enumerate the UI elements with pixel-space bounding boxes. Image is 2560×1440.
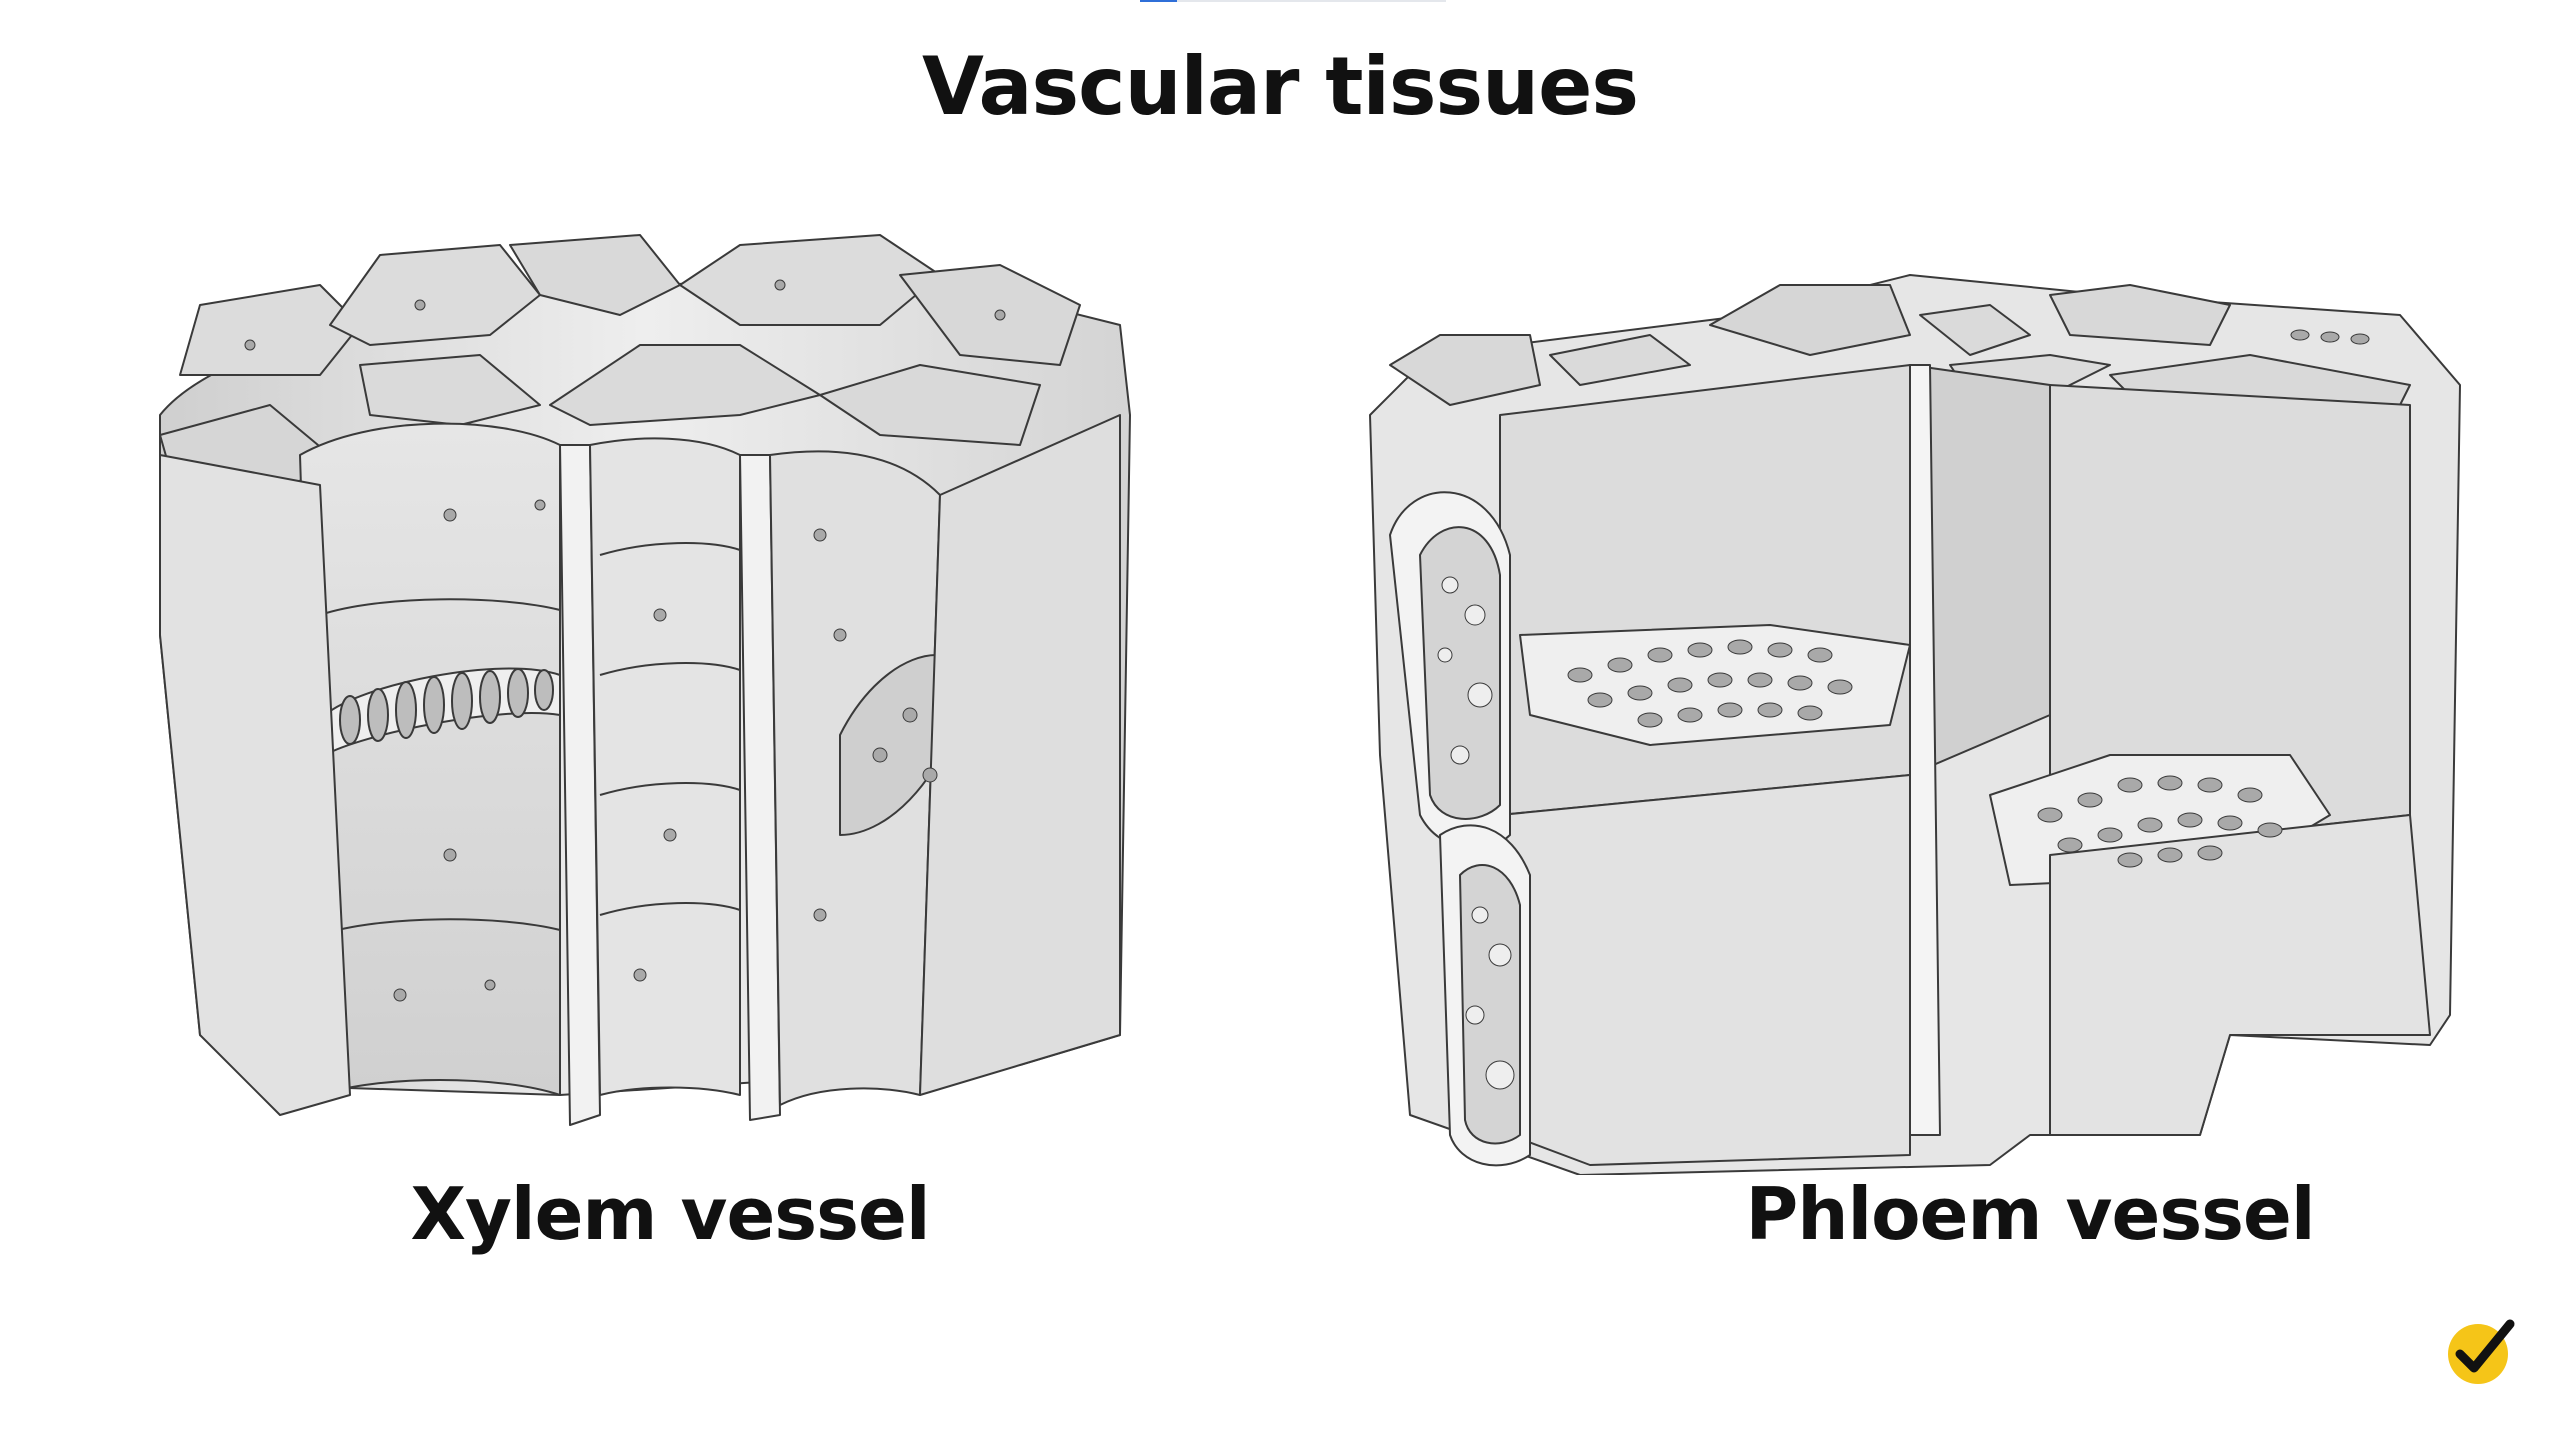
phloem-vessel-illustration xyxy=(1350,255,2470,1175)
slide-progress-bar xyxy=(1140,0,1446,2)
xylem-caption: Xylem vessel xyxy=(410,1172,930,1256)
phloem-caption: Phloem vessel xyxy=(1745,1172,2315,1256)
checkmark-badge-icon xyxy=(2440,1310,2520,1390)
slide-progress-fill xyxy=(1140,0,1177,2)
page-title: Vascular tissues xyxy=(922,40,1639,133)
xylem-vessel-illustration xyxy=(120,215,1160,1175)
